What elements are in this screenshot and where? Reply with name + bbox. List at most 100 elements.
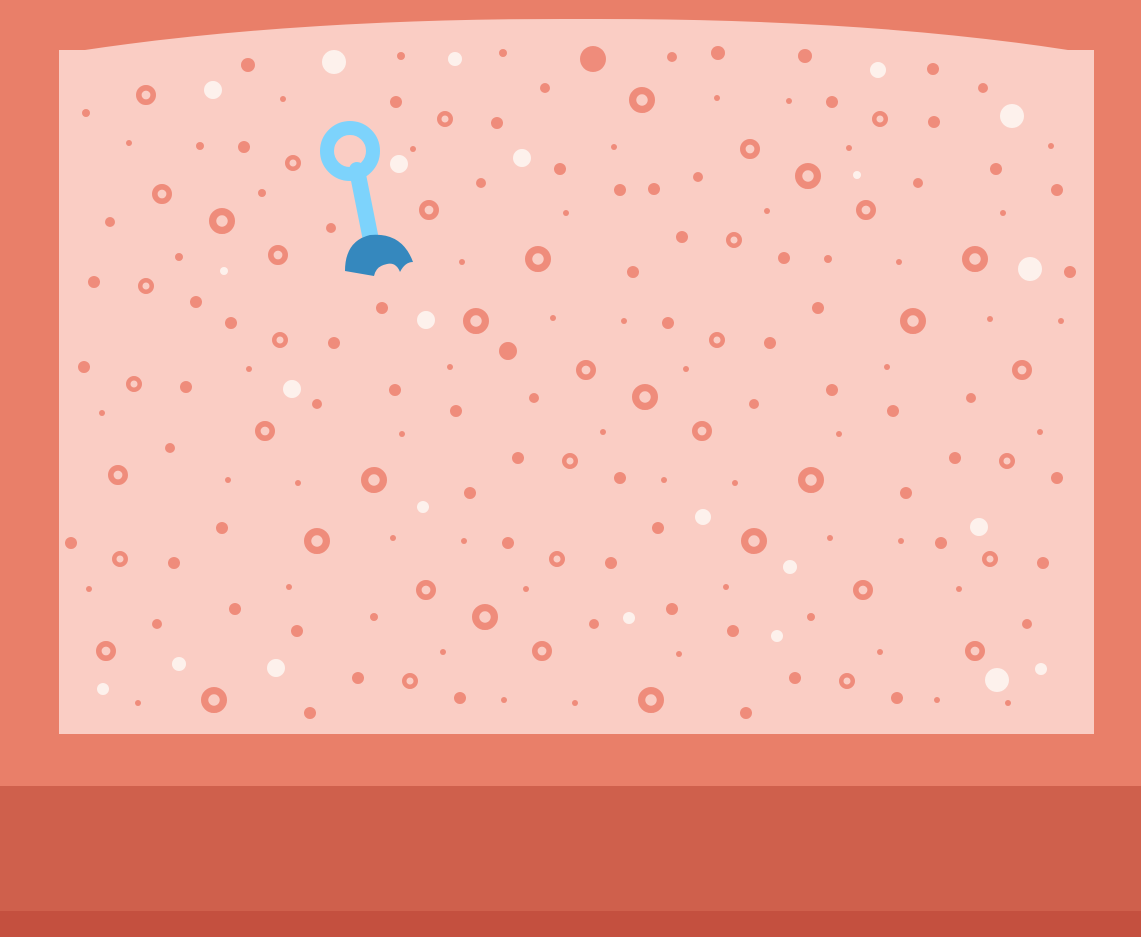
- sand-dot: [258, 189, 266, 197]
- sand-dot: [826, 384, 838, 396]
- sand-dot: [376, 302, 388, 314]
- sand-ring: [638, 687, 665, 714]
- sand-ring: [962, 245, 989, 272]
- sand-ring: [575, 359, 596, 380]
- sand-dot: [978, 83, 988, 93]
- shovel-grip: [320, 121, 380, 181]
- sand-dot: [827, 535, 833, 541]
- sand-dot: [168, 557, 180, 569]
- sand-dot: [461, 538, 467, 544]
- sand-dot: [1051, 472, 1063, 484]
- sand-dot: [459, 259, 465, 265]
- sand-dot: [563, 210, 569, 216]
- sand-dot: [529, 393, 539, 403]
- sand-ring: [998, 452, 1015, 469]
- sand-dot: [397, 52, 405, 60]
- sand-ring: [531, 640, 552, 661]
- sand-dot: [175, 253, 183, 261]
- sand-dot: [898, 538, 904, 544]
- sparkle: [172, 657, 186, 671]
- shovel-icon[interactable]: [320, 121, 413, 276]
- sand-dot: [291, 625, 303, 637]
- shovel-blade: [345, 234, 413, 276]
- sparkle: [623, 612, 635, 624]
- sand-dot: [987, 316, 993, 322]
- sand-dot: [410, 146, 416, 152]
- sand-dot: [502, 537, 514, 549]
- sand-dot: [935, 537, 947, 549]
- sparkle: [985, 668, 1009, 692]
- sparkle: [220, 267, 228, 275]
- sparkle: [417, 311, 435, 329]
- sand-dot: [611, 144, 617, 150]
- sand-dot: [86, 586, 92, 592]
- sand-dot: [326, 223, 336, 233]
- sand-ring: [415, 579, 436, 600]
- sand-dot: [846, 145, 852, 151]
- sparkle: [513, 149, 531, 167]
- sand-dot: [927, 63, 939, 75]
- sand-dot: [605, 557, 617, 569]
- sand-dot: [180, 381, 192, 393]
- sand-dot: [440, 649, 446, 655]
- sand-ring: [208, 207, 235, 234]
- sand-dot: [554, 163, 566, 175]
- sparkle: [390, 155, 408, 173]
- sand-ring: [964, 640, 985, 661]
- sand-dot: [693, 172, 703, 182]
- sand-ring: [304, 528, 331, 555]
- sand-ring: [548, 550, 565, 567]
- sand-dot: [165, 443, 175, 453]
- sand-dot: [1048, 143, 1054, 149]
- sand-dot: [499, 342, 517, 360]
- sand-dot: [1000, 210, 1006, 216]
- sand-ring: [852, 579, 873, 600]
- sand-dot: [99, 410, 105, 416]
- sand-dot: [476, 178, 486, 188]
- sand-dot: [82, 109, 90, 117]
- sand-dot: [877, 649, 883, 655]
- sand-ring: [708, 331, 725, 348]
- sand-dot: [614, 184, 626, 196]
- sand-ring: [798, 467, 825, 494]
- sand-dot: [491, 117, 503, 129]
- sand-ring: [871, 110, 888, 127]
- sand-dot: [896, 259, 902, 265]
- sand-ring: [739, 139, 760, 160]
- sand-dot: [789, 672, 801, 684]
- sand-dot: [295, 480, 301, 486]
- sand-ring: [418, 200, 439, 221]
- sparkle: [283, 380, 301, 398]
- sand-dot: [399, 431, 405, 437]
- sand-dot: [913, 178, 923, 188]
- sand-dot: [216, 522, 228, 534]
- sparkle: [695, 509, 711, 525]
- sand-dot: [241, 58, 255, 72]
- sand-dot: [196, 142, 204, 150]
- sand-ring: [361, 467, 388, 494]
- board-decorations: [65, 46, 1076, 719]
- sand-ring: [525, 245, 552, 272]
- sand-dot: [887, 405, 899, 417]
- sand-dot: [826, 96, 838, 108]
- sand-dot: [812, 302, 824, 314]
- sand-ring: [561, 452, 578, 469]
- sand-dot: [225, 477, 231, 483]
- sand-dot: [390, 96, 402, 108]
- sand-dot: [390, 535, 396, 541]
- sand-ring: [138, 277, 155, 294]
- sand-dot: [621, 318, 627, 324]
- sand-ring: [111, 550, 128, 567]
- sparkle: [204, 81, 222, 99]
- sand-dot: [824, 255, 832, 263]
- sand-dot: [454, 692, 466, 704]
- sand-dot: [928, 116, 940, 128]
- sand-ring: [254, 420, 275, 441]
- sand-dot: [572, 700, 578, 706]
- sand-dot: [225, 317, 237, 329]
- sand-dot: [1022, 619, 1032, 629]
- sand-dot: [352, 672, 364, 684]
- sparkle: [417, 501, 429, 513]
- sand-dot: [447, 364, 453, 370]
- sand-board[interactable]: [59, 18, 1094, 734]
